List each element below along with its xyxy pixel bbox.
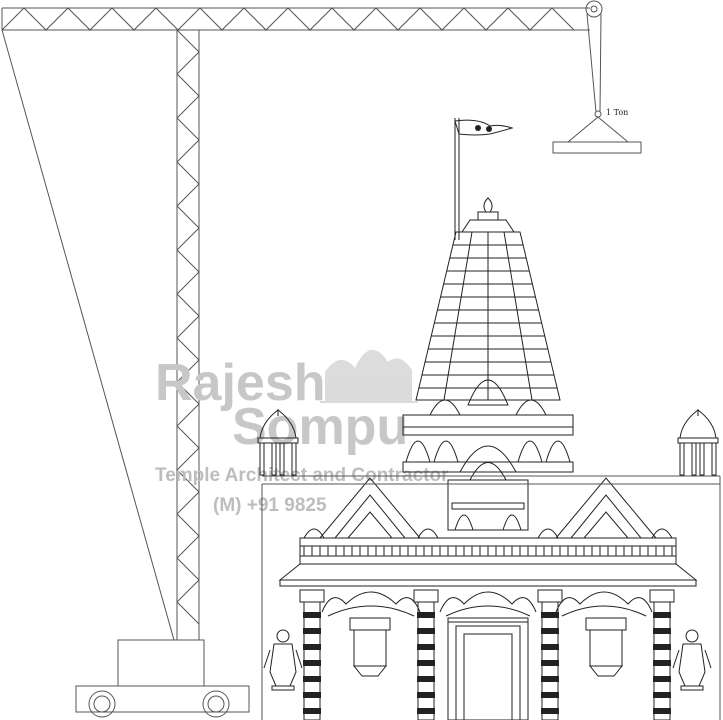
arches [321, 591, 653, 617]
chhatri-right [677, 408, 719, 476]
crane-stay-cable [1, 29, 175, 641]
sanctum-doorway [447, 617, 529, 720]
hoist-cable [586, 13, 597, 113]
load-block [552, 116, 642, 154]
tower-crane: 1 Ton [1, 0, 642, 718]
cornice [278, 537, 698, 587]
watermark-name-line1: Rajesh [155, 354, 326, 412]
guardian-statue-left [263, 629, 303, 691]
load-label: 1 Ton [606, 108, 628, 117]
crane-base [75, 639, 250, 718]
main-shikhara [415, 197, 561, 416]
crane-pulley [585, 0, 603, 18]
watermark: Rajesh Sompu Temple Architect and Contra… [155, 349, 449, 516]
wheel-left [88, 690, 116, 718]
chhatri-left [257, 408, 299, 476]
crane-jib [1, 7, 590, 31]
temple-flag [454, 118, 514, 240]
compound-wall [261, 475, 721, 720]
pillars [299, 589, 675, 720]
porch [447, 479, 529, 531]
temple [257, 118, 721, 720]
side-roofs [303, 477, 673, 539]
crane-mast [176, 29, 200, 640]
watermark-temple-silhouette [320, 349, 418, 403]
guardian-statue-right [672, 629, 712, 691]
hanging-lamp-left [349, 617, 391, 677]
watermark-phone: (M) +91 9825 [213, 495, 327, 516]
hanging-lamp-right [585, 617, 627, 677]
watermark-name-line2: Sompu [232, 398, 408, 456]
wheel-right [202, 690, 230, 718]
